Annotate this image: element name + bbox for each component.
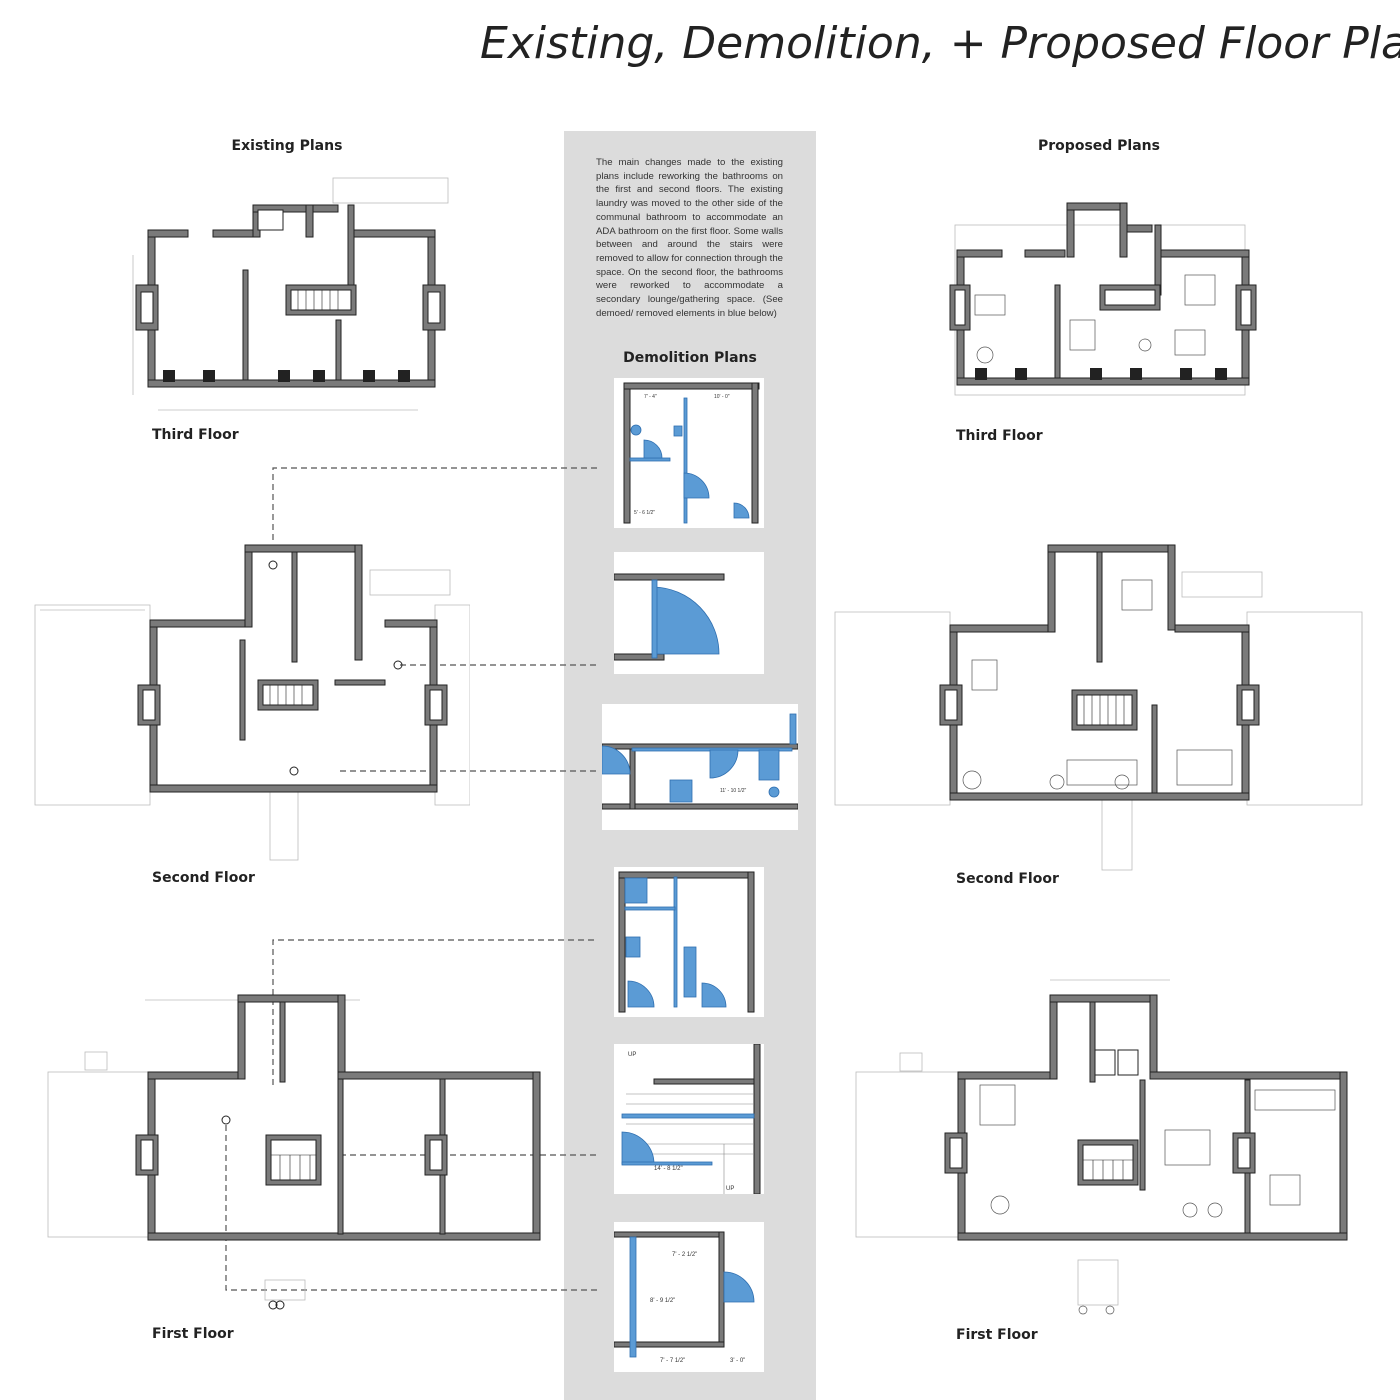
proposed-plans-heading: Proposed Plans (1038, 138, 1160, 154)
dim-label-up-2: UP (726, 1186, 734, 1192)
demolition-plans-heading: Demolition Plans (623, 350, 757, 366)
existing-first-floor-plan (40, 960, 550, 1310)
demolition-detail-2 (614, 552, 764, 674)
proposed-second-floor-plan (832, 520, 1367, 875)
existing-plans-heading: Existing Plans (231, 138, 343, 154)
demolition-detail-1: 7' - 4" 10' - 0" 5' - 6 1/2" (614, 378, 764, 528)
dim-label-5: 14' - 8 1/2" (654, 1166, 683, 1172)
existing-second-floor-plan (30, 520, 470, 865)
dim-label-up-1: UP (628, 1052, 636, 1058)
page-title: Existing, Demolition, + Proposed Floor P… (480, 18, 1400, 69)
design-description: The main changes made to the existing pl… (596, 157, 783, 319)
dim-label-4: 11' - 10 1/2" (720, 788, 746, 794)
dim-label-6: 7' - 2 1/2" (672, 1252, 697, 1258)
dim-label-8: 7' - 7 1/2" (660, 1358, 685, 1364)
dim-label-9: 3' - 0" (730, 1358, 745, 1364)
dim-label-7: 8' - 9 1/2" (650, 1298, 675, 1304)
demolition-detail-3: 11' - 10 1/2" (602, 704, 798, 830)
dim-label-2: 10' - 0" (714, 394, 730, 400)
dim-label-3: 5' - 6 1/2" (634, 510, 655, 516)
dim-label-1: 7' - 4" (644, 394, 657, 400)
proposed-first-floor-label: First Floor (956, 1327, 1038, 1343)
existing-third-floor-label: Third Floor (152, 427, 239, 443)
existing-first-floor-label: First Floor (152, 1326, 234, 1342)
proposed-second-floor-label: Second Floor (956, 871, 1059, 887)
existing-second-floor-label: Second Floor (152, 870, 255, 886)
proposed-third-floor-plan (930, 185, 1260, 405)
demolition-detail-4 (614, 867, 764, 1017)
existing-third-floor-plan (118, 175, 458, 420)
demolition-detail-5: UP UP 14' - 8 1/2" (614, 1044, 764, 1194)
proposed-third-floor-label: Third Floor (956, 428, 1043, 444)
demolition-detail-6: 7' - 2 1/2" 8' - 9 1/2" 7' - 7 1/2" 3' -… (614, 1222, 764, 1372)
proposed-first-floor-plan (850, 965, 1370, 1315)
